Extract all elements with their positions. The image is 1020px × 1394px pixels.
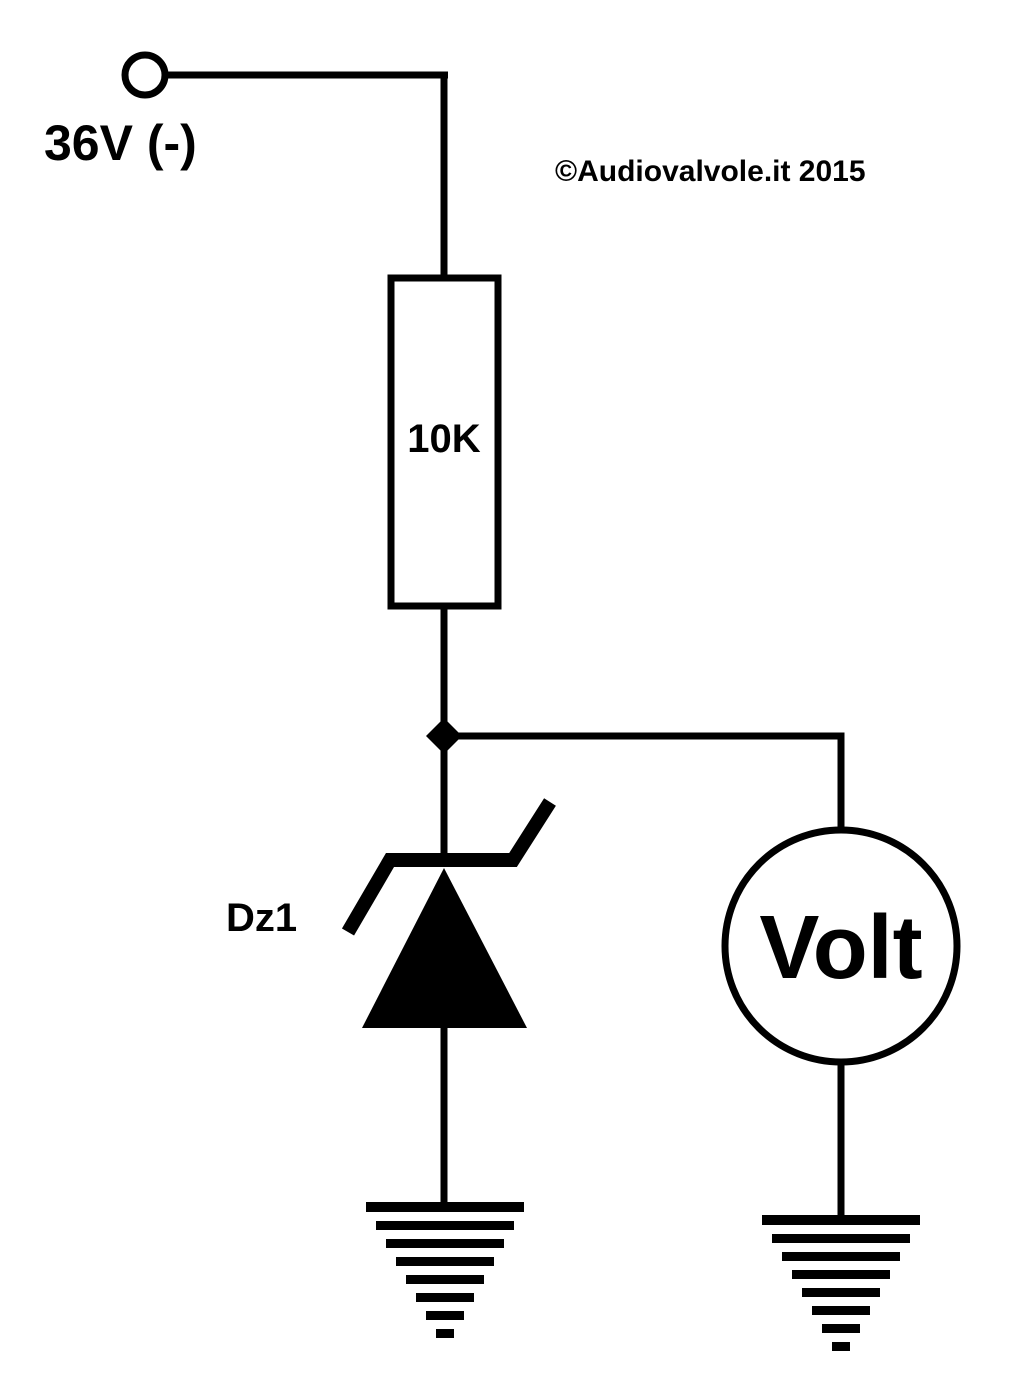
voltmeter: Volt — [721, 826, 961, 1066]
terminal-circle-icon — [121, 51, 169, 99]
zener-triangle — [362, 868, 527, 1028]
voltmeter-label: Volt — [759, 898, 922, 998]
copyright-text: ©Audiovalvole.it 2015 — [555, 155, 866, 188]
resistor-body-icon — [387, 274, 502, 610]
zener-cathode-bar — [341, 798, 556, 936]
supply-label: 36V (-) — [44, 115, 197, 171]
wire-node-voltmeter — [444, 732, 845, 830]
supply-terminal — [121, 51, 448, 278]
zener-label: Dz1 — [226, 896, 297, 940]
zener-diode-icon — [341, 798, 556, 1028]
resistor: 10K — [387, 274, 502, 610]
resistor-label: 10K — [407, 417, 480, 461]
ground-icon — [762, 1215, 920, 1351]
ground-icon — [366, 1202, 524, 1338]
